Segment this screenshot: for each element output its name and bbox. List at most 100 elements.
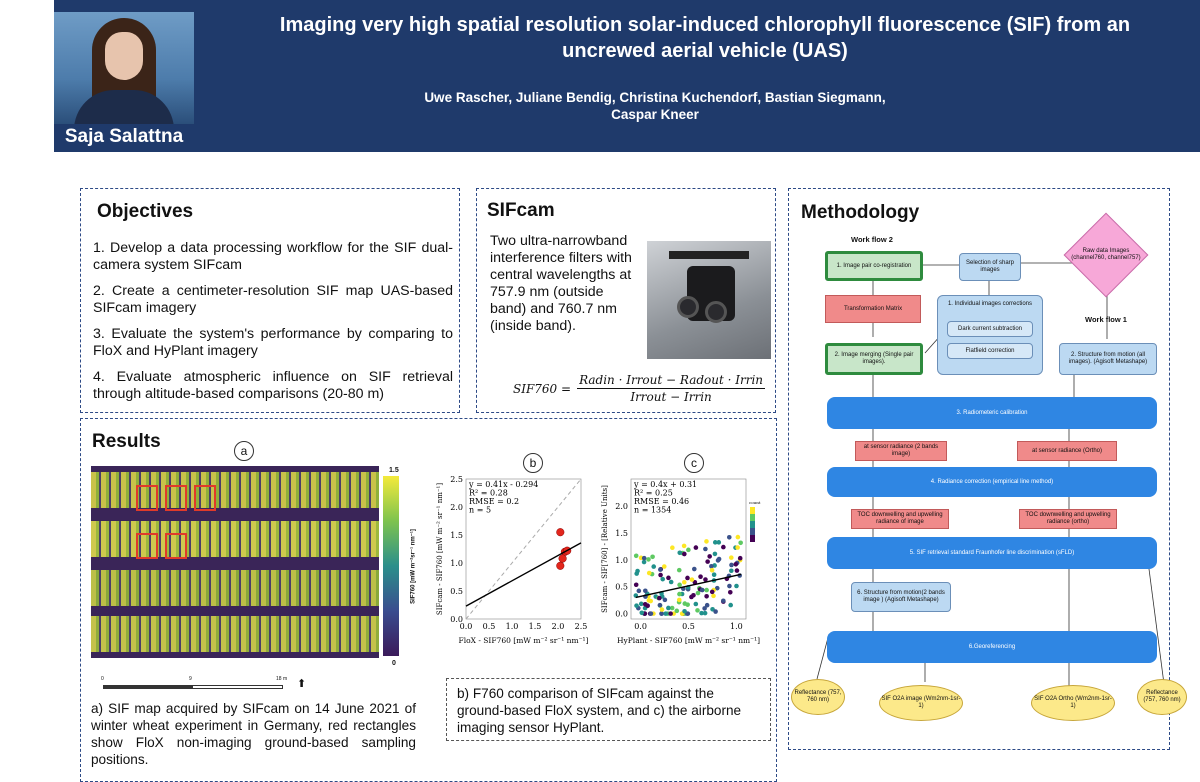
stat-annotation: RMSE = 0.46 bbox=[634, 497, 689, 506]
hexbin-cell bbox=[676, 567, 682, 573]
hexbin-cell bbox=[729, 562, 734, 568]
scale-label-18: 18 m bbox=[276, 676, 288, 682]
legend-swatch bbox=[750, 521, 755, 528]
hexbin-cell bbox=[643, 588, 648, 594]
sifcam-device-photo bbox=[647, 241, 771, 359]
hexbin-cell bbox=[695, 590, 701, 596]
stat-annotation: R² = 0.25 bbox=[634, 489, 673, 498]
formula-lhs: SIF760 = bbox=[513, 381, 572, 396]
hexbin-cell bbox=[712, 551, 718, 557]
hexbin-cell bbox=[703, 546, 708, 552]
y-tick-label: 0.5 bbox=[615, 583, 628, 592]
node-radiometric-calibration: 3. Radiometeric calibration bbox=[827, 397, 1157, 429]
header-banner bbox=[54, 0, 1200, 152]
x-tick-label: 1.0 bbox=[730, 622, 743, 631]
hexbin-cell bbox=[641, 555, 647, 561]
hexbin-cell bbox=[645, 603, 650, 609]
hexbin-cell bbox=[728, 555, 734, 560]
legend-swatch bbox=[750, 514, 755, 521]
x-tick-label: 0.5 bbox=[682, 622, 695, 631]
hexbin-cell bbox=[711, 593, 716, 599]
hexbin-cell bbox=[682, 608, 687, 614]
legend-swatch bbox=[750, 535, 755, 542]
north-arrow-icon: ⬆ bbox=[297, 678, 307, 690]
hexbin-cell bbox=[660, 576, 666, 582]
scale-label-9: 9 bbox=[189, 676, 192, 682]
hexbin-cell bbox=[668, 579, 674, 585]
legend-swatch bbox=[750, 507, 755, 514]
legend-title: count bbox=[749, 500, 761, 505]
methodology-panel: Methodology bbox=[788, 188, 1187, 750]
objective-item: 2. Create a centimeter-resolution SIF ma… bbox=[93, 283, 453, 316]
hexbin-cell bbox=[721, 544, 726, 550]
x-tick-label: 0.0 bbox=[460, 622, 473, 631]
hexbin-cell bbox=[634, 603, 639, 608]
x-tick-label: 0.5 bbox=[483, 622, 496, 631]
hexbin-cell bbox=[646, 557, 651, 562]
count-legend: count bbox=[749, 500, 761, 542]
hexbin-cell bbox=[726, 535, 732, 540]
hexbin-cell bbox=[677, 582, 682, 588]
hexbin-cell bbox=[657, 595, 662, 601]
scale-label-0: 0 bbox=[101, 676, 104, 682]
poster-title: Imaging very high spatial resolution sol… bbox=[279, 14, 1131, 62]
label-c: c bbox=[684, 453, 704, 473]
stat-annotation: y = 0.4x + 0.31 bbox=[633, 480, 697, 489]
fit-line bbox=[635, 573, 742, 599]
hexbin-cell bbox=[636, 588, 642, 594]
node-individual-corrections: 1. Individual images corrections bbox=[947, 300, 1033, 307]
hexbin-cell bbox=[635, 568, 640, 574]
hexbin-cell bbox=[693, 601, 699, 607]
hexbin-cell bbox=[702, 606, 707, 611]
node-sharp-selection: Selection of sharp images bbox=[959, 253, 1021, 281]
hexbin-cell bbox=[728, 602, 733, 608]
hexbin-cell bbox=[692, 579, 698, 585]
x-axis-label: HyPlant - SIF760 [mW m⁻² sr⁻¹ nm⁻¹] bbox=[617, 636, 760, 645]
methodology-heading: Methodology bbox=[801, 202, 920, 223]
author-list: Uwe Rascher, Juliane Bendig, Christina K… bbox=[424, 90, 886, 122]
sifcam-heading: SIFcam bbox=[487, 200, 555, 221]
label-a: a bbox=[234, 441, 254, 461]
hexbin-cell bbox=[702, 610, 708, 616]
x-tick-label: 2.5 bbox=[575, 622, 588, 631]
hexbin-cell bbox=[709, 567, 715, 573]
stat-annotation: n = 1354 bbox=[634, 506, 671, 515]
y-axis-label: SIFcam - SIF760 [mW m⁻² sr⁻¹ nm⁻¹] bbox=[436, 483, 444, 615]
legend-swatch bbox=[750, 528, 755, 535]
hexbin-cell bbox=[682, 551, 687, 557]
node-flatfield: Flatfield correction bbox=[947, 343, 1033, 359]
hexbin-cell bbox=[661, 564, 667, 569]
hexbin-cell bbox=[670, 545, 675, 551]
hexbin-cell bbox=[734, 583, 739, 589]
hexbin-cell bbox=[651, 564, 657, 569]
node-raw-data-label: Raw data Images (channel760, channel757) bbox=[1071, 248, 1141, 261]
node-coregistration: 1. Image pair co-registration bbox=[825, 251, 923, 281]
colorbar-min: 0 bbox=[392, 660, 396, 667]
hexbin-cell bbox=[657, 602, 663, 608]
hexbin-cell bbox=[735, 534, 741, 540]
hexbin-cell bbox=[676, 597, 682, 603]
results-panel: Results a 1.5 0 SIF760 [mW m⁻²sr⁻¹ nm⁻¹]… bbox=[80, 418, 777, 782]
hexbin-cell bbox=[704, 602, 710, 608]
node-georeferencing: 6.Georeferencing bbox=[827, 631, 1157, 663]
y-tick-label: 0.5 bbox=[450, 587, 463, 596]
hexbin-cell bbox=[658, 567, 663, 572]
hexbin-cell bbox=[698, 574, 703, 579]
node-at-sensor-ortho: at sensor radiance (Ortho) bbox=[1017, 441, 1117, 461]
node-toc-image: TOC downwelling and upwelling radiance o… bbox=[851, 509, 949, 529]
hexbin-cell bbox=[659, 607, 665, 612]
hexbin-cell bbox=[686, 547, 691, 553]
hexbin-cell bbox=[677, 550, 683, 556]
node-toc-ortho: TOC downwelling and upwelling radiance (… bbox=[1019, 509, 1117, 529]
node-sfm-all-images: 2. Structure from motion (all images). (… bbox=[1059, 343, 1157, 375]
hexbin-cell bbox=[695, 608, 700, 613]
node-radiance-correction: 4. Radiance correction (empirical line m… bbox=[827, 467, 1157, 497]
hexbin-cell bbox=[662, 597, 668, 603]
output-sif-ortho: SIF O2A Ortho (Wm2nm-1sr-1) bbox=[1031, 685, 1115, 721]
data-point bbox=[556, 561, 565, 570]
data-point bbox=[556, 528, 565, 537]
label-b: b bbox=[523, 453, 543, 473]
data-point bbox=[558, 554, 567, 563]
y-tick-label: 0.0 bbox=[450, 615, 463, 624]
